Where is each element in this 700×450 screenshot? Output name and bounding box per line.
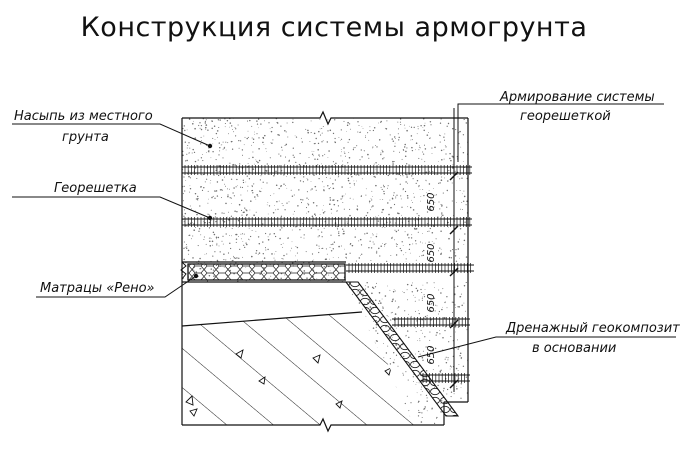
geogrid-layers <box>182 165 474 383</box>
label-drainage: Дренажный геокомпозит <box>505 321 680 336</box>
aggregate-marks <box>185 349 392 417</box>
section-outline <box>181 110 469 433</box>
label-backfill-2: грунта <box>62 130 109 145</box>
label-drainage-2: в основании <box>532 341 616 356</box>
geogrid-layer <box>420 373 470 383</box>
geogrid-layer <box>182 165 472 175</box>
dimension-chain: 650 650 650 650 <box>426 108 459 392</box>
label-reinforcement: Армирование системы <box>499 90 655 105</box>
foundation-base <box>181 311 418 425</box>
geogrid-layer <box>182 217 472 227</box>
dimension-label: 650 <box>426 345 437 364</box>
label-reno-mattress: Матрацы «Рено» <box>40 281 155 296</box>
dimension-label: 650 <box>426 293 437 312</box>
diagram-title: Конструкция системы армогрунта <box>81 12 588 43</box>
reno-mattress <box>180 261 346 283</box>
geogrid-layer <box>392 317 470 327</box>
dimension-label: 650 <box>426 192 437 211</box>
geogrid-layer <box>346 263 474 273</box>
label-geogrid: Георешетка <box>54 181 137 196</box>
drainage-geocomposite <box>344 281 460 417</box>
label-backfill: Насыпь из местного <box>14 109 153 124</box>
label-reinforcement-2: георешеткой <box>520 109 611 124</box>
leader-dots <box>193 143 213 279</box>
leader-lines <box>12 103 676 358</box>
dimension-label: 650 <box>426 243 437 262</box>
